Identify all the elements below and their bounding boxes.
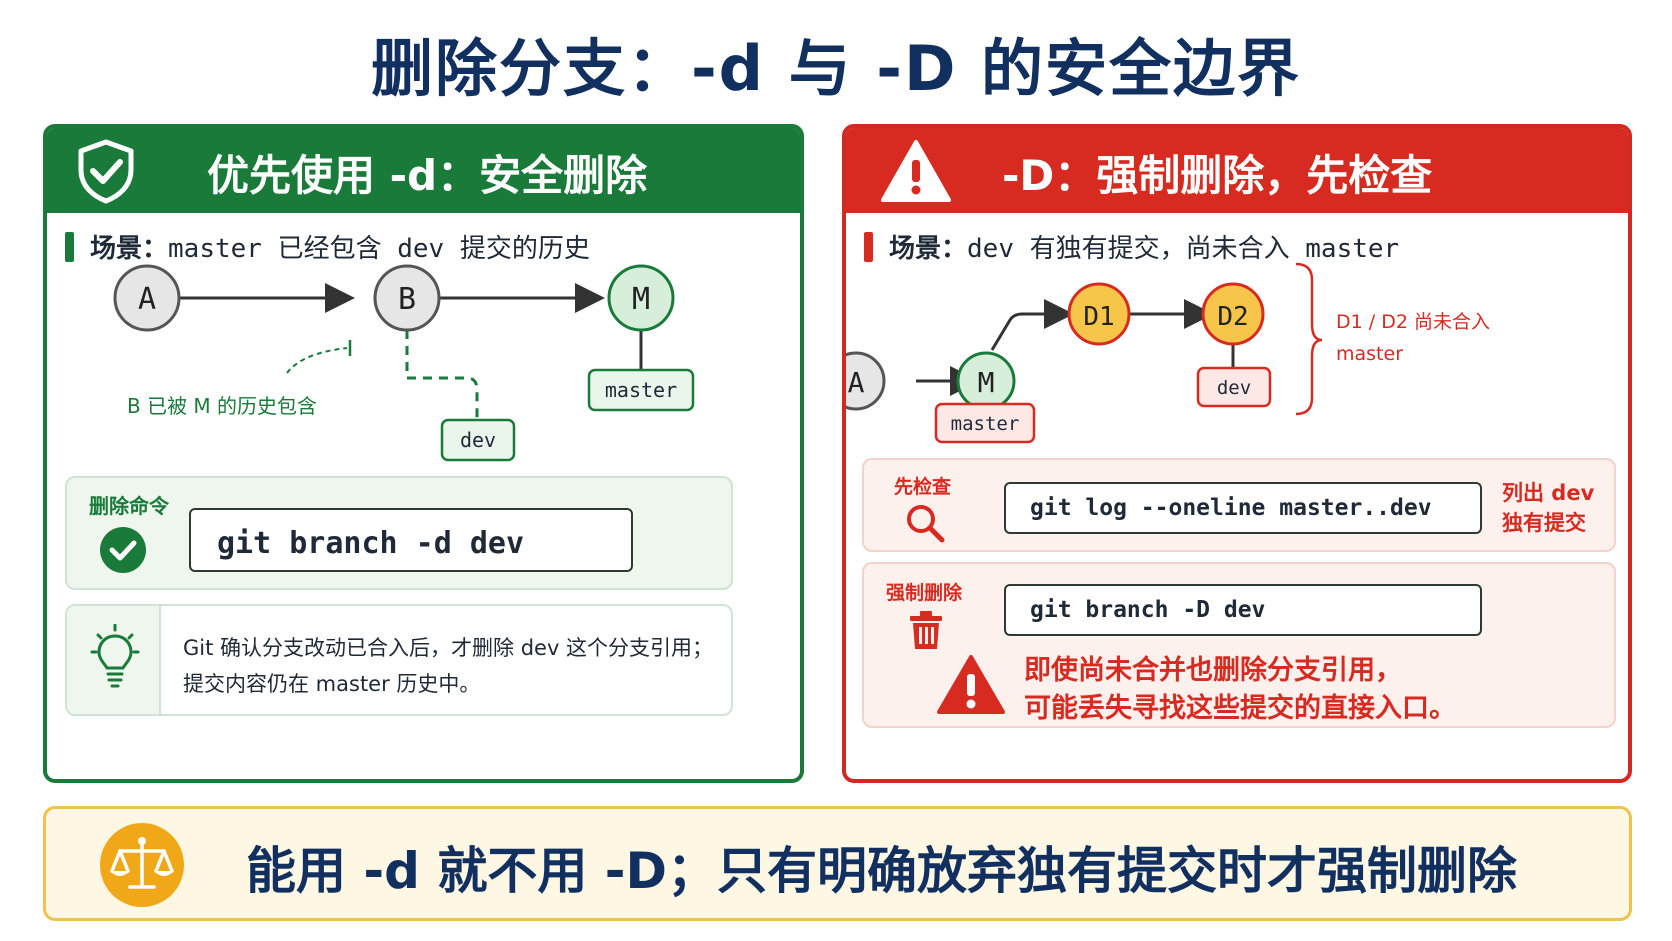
- safe-delete-title: 优先使用 -d：安全删除: [207, 151, 648, 200]
- commit-node-merge: M: [956, 351, 1016, 411]
- force-warning-line: 可能丢失寻找这些提交的直接入口。: [1024, 693, 1456, 724]
- check-label: 先检查: [894, 476, 952, 498]
- merged-annotation: B 已被 M 的历史包含: [127, 394, 318, 418]
- magnifier-icon: [907, 505, 945, 543]
- branch-label-master: master: [587, 368, 695, 412]
- force-box: 强制删除 git branch -D dev 即使尚未合并也删除分支引用， 可能…: [862, 562, 1616, 728]
- svg-text:dev: dev: [460, 428, 496, 452]
- safe-delete-panel: 优先使用 -d：安全删除 场景：master 已经包含 dev 提交的历史 A …: [43, 124, 804, 783]
- force-delete-header: -D：强制删除，先检查: [846, 128, 1628, 213]
- svg-text:B: B: [398, 282, 416, 317]
- branch-label-dev: dev: [440, 418, 516, 462]
- safe-delete-command[interactable]: git branch -d dev: [189, 508, 633, 572]
- svg-text:master: master: [951, 413, 1020, 435]
- right-scenario: 场景：dev 有独有提交，尚未合入 master: [864, 228, 1399, 265]
- trash-icon: [910, 611, 942, 649]
- check-command[interactable]: git log --oneline master..dev: [1004, 482, 1482, 534]
- check-box: 先检查 git log --oneline master..dev 列出 dev…: [862, 458, 1616, 552]
- delete-command-box: 删除命令 git branch -d dev: [65, 476, 733, 590]
- left-scenario: 场景：master 已经包含 dev 提交的历史: [65, 228, 590, 265]
- explanation-line: 提交内容仍在 master 历史中。: [183, 672, 481, 696]
- svg-text:A: A: [848, 366, 865, 399]
- branch-label-dev: dev: [1196, 366, 1272, 408]
- force-delete-title: -D：强制删除，先检查: [1002, 151, 1433, 200]
- svg-text:A: A: [138, 282, 156, 317]
- force-warning-line: 即使尚未合并也删除分支引用，: [1024, 655, 1402, 686]
- force-label: 强制删除: [886, 582, 963, 604]
- check-note-line: 独有提交: [1502, 511, 1586, 535]
- svg-text:dev: dev: [1217, 377, 1251, 399]
- branch-label-master: master: [934, 402, 1036, 444]
- scales-icon: [100, 823, 184, 907]
- force-command[interactable]: git branch -D dev: [1004, 584, 1482, 636]
- svg-text:M: M: [978, 366, 995, 399]
- right-scenario-text: dev 有独有提交，尚未合入 master: [967, 234, 1400, 264]
- lightbulb-icon: [90, 624, 140, 688]
- unmerged-annotation-line: master: [1336, 343, 1404, 365]
- delete-command-label: 删除命令: [89, 494, 169, 518]
- commit-node: B: [373, 264, 441, 332]
- svg-text:M: M: [632, 282, 650, 317]
- page-title: 删除分支：-d 与 -D 的安全边界: [370, 32, 1302, 105]
- commit-node-unique: D2: [1201, 282, 1265, 346]
- explanation-line: Git 确认分支改动已合入后，才删除 dev 这个分支引用；: [183, 636, 714, 660]
- right-scenario-label: 场景：: [889, 234, 968, 264]
- summary-text: 能用 -d 就不用 -D；只有明确放弃独有提交时才强制删除: [246, 842, 1518, 900]
- shield-check-icon: [78, 139, 134, 204]
- svg-text:master: master: [605, 378, 677, 402]
- left-scenario-text: master 已经包含 dev 提交的历史: [168, 234, 590, 264]
- explanation-text: Git 确认分支改动已合入后，才删除 dev 这个分支引用； 提交内容仍在 ma…: [183, 630, 713, 702]
- warning-icon: [937, 655, 1005, 714]
- unmerged-annotation-line: D1 / D2 尚未合入: [1336, 311, 1490, 333]
- svg-text:D1: D1: [1083, 302, 1114, 332]
- summary-banner: 能用 -d 就不用 -D；只有明确放弃独有提交时才强制删除: [43, 806, 1632, 921]
- left-commit-graph: A B M master dev: [113, 264, 695, 462]
- svg-text:D2: D2: [1217, 302, 1248, 332]
- right-commit-graph: A M D1 D2 master dev: [846, 262, 1323, 444]
- check-circle-icon: [100, 527, 146, 573]
- warning-icon: [881, 140, 951, 202]
- safe-delete-header: 优先使用 -d：安全删除: [47, 128, 800, 213]
- explanation-box: Git 确认分支改动已合入后，才删除 dev 这个分支引用； 提交内容仍在 ma…: [65, 604, 733, 716]
- unmerged-annotation: D1 / D2 尚未合入 master: [1336, 306, 1490, 370]
- commit-node: A: [113, 264, 181, 332]
- check-note: 列出 dev 独有提交: [1502, 478, 1594, 538]
- force-delete-panel: -D：强制删除，先检查 场景：dev 有独有提交，尚未合入 master A M…: [842, 124, 1632, 783]
- commit-node-unique: D1: [1067, 282, 1131, 346]
- commit-node-merge: M: [607, 264, 675, 332]
- commit-node: A: [846, 351, 886, 411]
- left-scenario-label: 场景：: [90, 234, 169, 264]
- force-warning: 即使尚未合并也删除分支引用， 可能丢失寻找这些提交的直接入口。: [1024, 652, 1456, 728]
- check-note-line: 列出 dev: [1502, 481, 1595, 505]
